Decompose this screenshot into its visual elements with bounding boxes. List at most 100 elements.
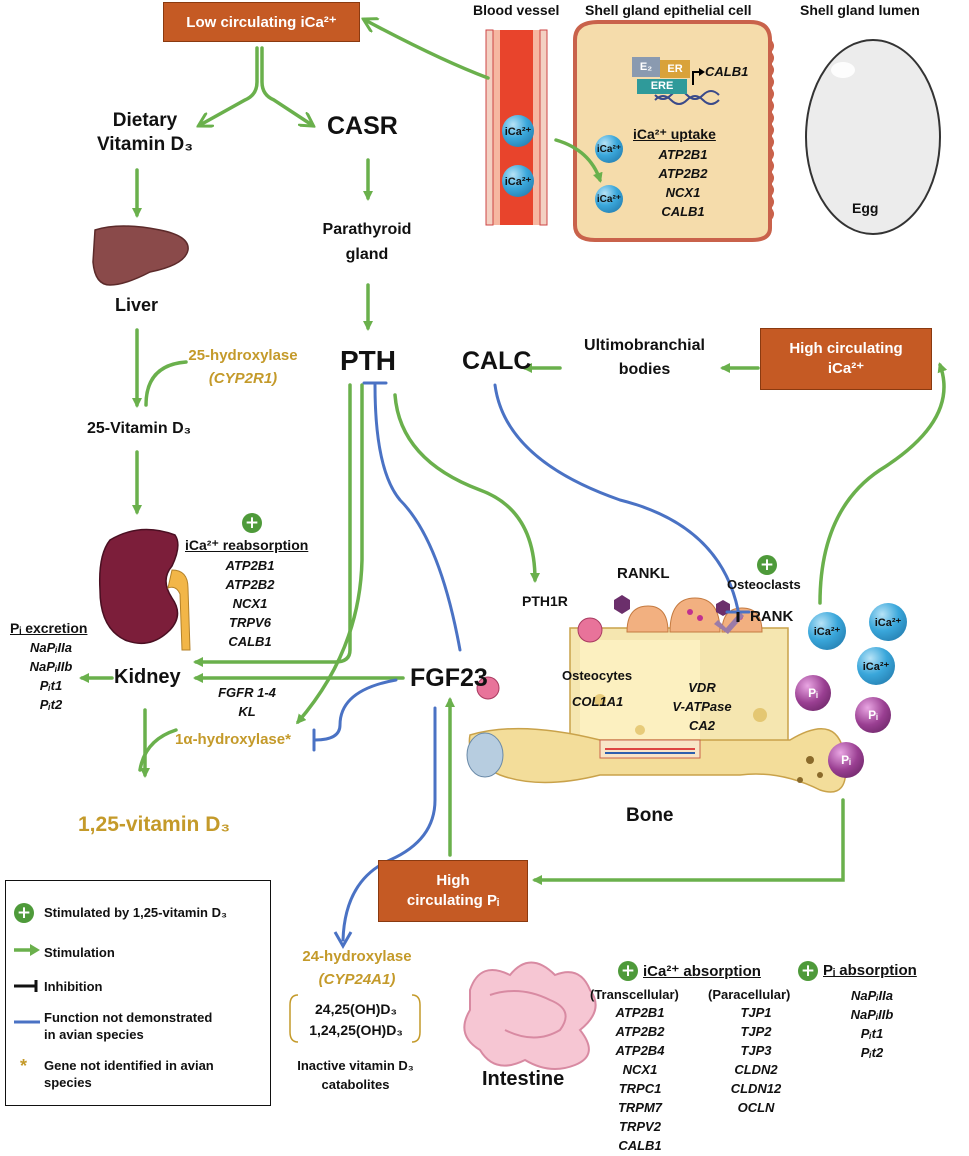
col1a1-label: COL1A1 [572,694,624,709]
bone-label: Bone [626,805,674,826]
legend-inhibition-icon [14,980,38,992]
bone-illustration [466,627,847,793]
ica-absorption-title: iCa²⁺ absorption [643,963,761,980]
gene-item: TJP2 [740,1024,772,1039]
vitamin-d3-25-label: 25-Vitamin D₃ [87,420,192,437]
gene-item: NCX1 [232,596,268,611]
gene-item: ATP2B2 [615,1024,665,1039]
gene-item: NCX1 [622,1062,658,1077]
stimulated-plus-icon: + [798,961,818,981]
gene-item: NaPᵢIIa [851,988,893,1003]
pth-label: PTH [340,345,396,376]
uptake-gene-list: ATP2B1 ATP2B2 NCX1 CALB1 [648,145,718,221]
gene-item: NaPᵢIIb [850,1007,894,1022]
gene-item: CALB1 [661,204,705,219]
reabsorption-title: iCa²⁺ reabsorption [185,537,309,553]
gene-item: CLDN12 [730,1081,782,1096]
ica-ion: iCa²⁺ [502,115,534,147]
gene-item: Pᵢt2 [860,1045,884,1060]
ica-ion: iCa²⁺ [595,135,623,163]
gene-item: ATP2B2 [658,166,708,181]
legend-stimulation-label: Stimulation [44,945,115,960]
pi-excretion-title: Pᵢ excretion [10,620,88,636]
er-tag: ER [660,60,690,78]
gene-item: ATP2B1 [225,558,275,573]
liver-label: Liver [115,295,159,315]
gene-item: CALB1 [618,1138,662,1153]
pi-excretion-gene-list: NaPᵢIIa NaPᵢIIb Pᵢt1 Pᵢt2 [16,638,86,714]
gene-item: V-ATPase [672,699,732,714]
gene-item: TRPM7 [617,1100,663,1115]
ica-ion: iCa²⁺ [595,185,623,213]
gene-item: TJP3 [740,1043,772,1058]
gene-item: CLDN2 [734,1062,778,1077]
gene-item: TRPV6 [229,615,271,630]
gene-item: KL [238,704,256,719]
gene-item: ATP2B4 [615,1043,665,1058]
kidney-label: Kidney [114,666,181,688]
gene-item: FGFR 1-4 [218,685,276,700]
rank-label: RANK [750,608,794,625]
ica-ion: iCa²⁺ [857,647,895,685]
casr-label: CASR [327,112,398,140]
e2-tag: E₂ [632,57,660,77]
egg-illustration [805,39,941,235]
epithelial-cell-label: Shell gland epithelial cell [585,2,752,18]
epithelial-cell-illustration [573,20,772,242]
pi-ion: Pᵢ [855,697,891,733]
gene-item: ATP2B2 [225,577,275,592]
gene-item: Pᵢt1 [39,678,63,693]
pi-absorption-gene-list: NaPᵢIIa NaPᵢIIb Pᵢt1 Pᵢt2 [832,986,912,1062]
liver-illustration [92,225,189,286]
fgfr-gene-list: FGFR 1-4 KL [212,683,282,721]
uptake-title: iCa²⁺ uptake [633,126,716,142]
ica-ion: iCa²⁺ [502,165,534,197]
gene-item: NaPᵢIIa [30,640,72,655]
legend-blue-line-icon [14,1020,40,1024]
kidney-illustration [98,528,179,645]
ica-ion: iCa²⁺ [869,603,907,641]
legend-plus-icon: + [14,903,34,923]
rankl-label: RANKL [617,565,670,582]
gene-item: ATP2B1 [615,1005,665,1020]
pi-ion: Pᵢ [795,675,831,711]
egg-label: Egg [852,200,879,216]
paracellular-gene-list: TJP1 TJP2 TJP3 CLDN2 CLDN12 OCLN [716,1003,796,1117]
gene-item: ATP2B1 [658,147,708,162]
calb1-gene-label: CALB1 [705,64,749,79]
ere-tag: ERE [637,79,687,94]
intestine-illustration [463,961,597,1070]
osteocytes-label: Osteocytes [562,668,633,683]
ica-ion: iCa²⁺ [808,612,846,650]
gene-item: OCLN [737,1100,775,1115]
hydroxylase-25-label: 25-hydroxylase(CYP2R1) [188,347,298,387]
gene-item: CA2 [688,718,715,733]
lumen-label: Shell gland lumen [800,2,920,18]
gene-item: VDR [688,680,716,695]
pi-ion: Pᵢ [828,742,864,778]
legend-stimulation-arrow-icon [14,944,40,956]
vitamin-d3-125-label: 1,25-vitamin D₃ [78,813,231,836]
gene-item: CALB1 [228,634,272,649]
legend-stimulated-label: Stimulated by 1,25-vitamin D₃ [44,905,228,920]
transcellular-label: (Transcellular) [590,987,679,1002]
legend-inhibition-label: Inhibition [44,979,103,994]
gene-item: TRPV2 [619,1119,661,1134]
gene-item: NCX1 [665,185,701,200]
osteoclasts-label: Osteoclasts [727,577,801,592]
gene-item: Pᵢt2 [39,697,63,712]
legend-asterisk-icon: * [20,1056,28,1076]
fgf23-label: FGF23 [410,664,488,692]
reabsorption-gene-list: ATP2B1 ATP2B2 NCX1 TRPV6 CALB1 [210,556,290,651]
pth1r-label: PTH1R [522,593,568,609]
gene-item: NaPᵢIIb [29,659,73,674]
